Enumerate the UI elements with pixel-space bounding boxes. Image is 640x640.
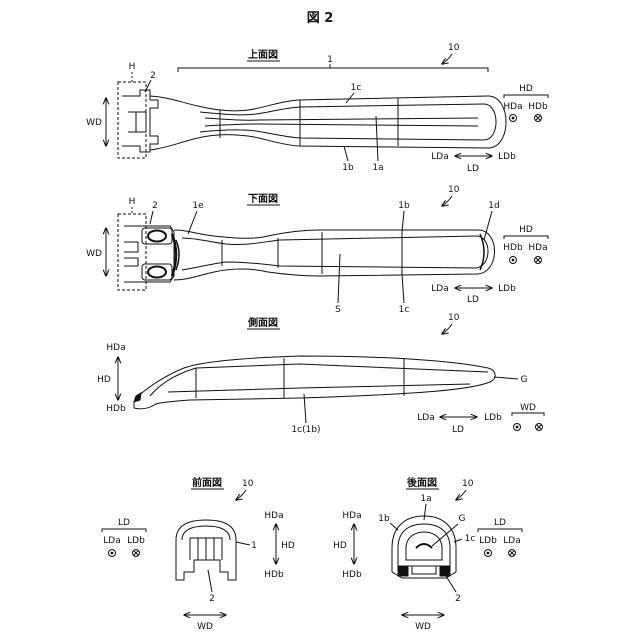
- label-1c-1b: 1c(1b): [291, 425, 320, 435]
- legend-HDa-bottom: HDa: [528, 243, 547, 253]
- top-view-title: 上面図: [248, 48, 278, 61]
- legend-LDa-bottom: LDa: [431, 284, 448, 294]
- figure-title: 図 2: [307, 11, 334, 26]
- label-1c-rear: 1c: [465, 534, 476, 544]
- label-1b-rear: 1b: [378, 514, 390, 524]
- ref-10-leader-arrow: [442, 54, 452, 64]
- dot-circle-icon: [510, 257, 517, 264]
- legend-LDb-rear: LDb: [479, 536, 497, 546]
- legend-HDa-rear: HDa: [342, 511, 361, 521]
- legend-HDb: HDb: [528, 102, 548, 112]
- legend-HDb-bottom: HDb: [503, 243, 523, 253]
- legend-LD: LD: [467, 164, 479, 174]
- dot-circle-icon: [510, 115, 517, 122]
- label-S: S: [335, 305, 341, 315]
- label-1a: 1a: [372, 163, 383, 173]
- label-2-front: 2: [209, 594, 215, 604]
- side-view-title: 側面図: [247, 316, 278, 329]
- legend-HDb-rear: HDb: [342, 570, 362, 580]
- label-WD-bottom: WD: [86, 249, 102, 259]
- label-HDa-side: HDa: [106, 343, 125, 353]
- label-2-rear: 2: [455, 594, 461, 604]
- side-view-ref-10: 10: [448, 313, 460, 323]
- legend-HD-bottom: HD: [519, 225, 533, 235]
- cross-circle-icon: [133, 550, 140, 557]
- side-view-legend: LDa LDb LD WD: [417, 403, 544, 435]
- label-1c: 1c: [351, 83, 362, 93]
- dot-circle-icon: [109, 550, 116, 557]
- rear-view-ref-10: 10: [462, 479, 474, 489]
- bottom-view: 下面図 10 H 2 WD 1e 1b 1d S: [86, 185, 500, 315]
- label-1a-rear: 1a: [420, 494, 431, 504]
- label-1b: 1b: [342, 163, 354, 173]
- legend-LDa-side: LDa: [417, 413, 434, 423]
- legend-HD-front: HD: [281, 541, 295, 551]
- legend-WD-side: WD: [520, 403, 536, 413]
- side-profile: [134, 356, 495, 409]
- front-view: 前面図 10 1 2 WD: [176, 476, 257, 632]
- label-WD: WD: [86, 118, 102, 128]
- cross-circle-icon: [535, 115, 542, 122]
- legend-HDa: HDa: [503, 102, 522, 112]
- top-view-legend: HD HDa HDb LDa LDb LD: [431, 84, 548, 174]
- brace-1: [178, 68, 488, 72]
- legend-HD-rear: HD: [333, 541, 347, 551]
- legend-LD-rear: LD: [494, 518, 506, 528]
- legend-LDa-rear: LDa: [503, 536, 520, 546]
- legend-LD-front: LD: [118, 518, 130, 528]
- label-1: 1: [327, 55, 333, 65]
- legend-LDb-side: LDb: [484, 413, 502, 423]
- head-part-2: [122, 90, 158, 152]
- label-H-bottom: H: [129, 197, 136, 207]
- h-dashed-box: [118, 82, 146, 158]
- label-HD-side: HD: [97, 375, 111, 385]
- label-G-rear: G: [459, 514, 466, 524]
- label-1e: 1e: [192, 201, 204, 211]
- front-view-ref-10: 10: [242, 479, 254, 489]
- label-1b-bottom: 1b: [398, 201, 410, 211]
- rear-view: 後面図 10 1a 1b G 1c 2 WD: [378, 476, 475, 632]
- eyelet-upper: [148, 231, 166, 242]
- dot-circle-icon: [514, 424, 521, 431]
- label-H: H: [129, 62, 136, 72]
- cross-circle-icon: [536, 424, 543, 431]
- legend-LDb-front: LDb: [127, 536, 145, 546]
- legend-HD: HD: [519, 84, 533, 94]
- legend-LDb: LDb: [498, 152, 516, 162]
- label-G-side: G: [521, 375, 528, 385]
- legend-HDb-front: HDb: [264, 570, 284, 580]
- legend-LDa: LDa: [431, 152, 448, 162]
- label-2: 2: [150, 71, 156, 81]
- eyelet-lower: [148, 267, 166, 278]
- label-WD-rear: WD: [415, 622, 431, 632]
- label-2-bottom: 2: [152, 201, 158, 211]
- legend-HDa-front: HDa: [264, 511, 283, 521]
- front-view-title: 前面図: [192, 476, 222, 489]
- legend-LD-side: LD: [452, 425, 464, 435]
- label-1d: 1d: [488, 201, 499, 211]
- rear-view-title: 後面図: [407, 476, 437, 489]
- label-WD-front: WD: [197, 622, 213, 632]
- legend-LDa-front: LDa: [103, 536, 120, 546]
- legend-LD-bottom: LD: [467, 295, 479, 305]
- bottom-view-title: 下面図: [248, 193, 278, 205]
- dot-circle-icon: [485, 550, 492, 557]
- cross-circle-icon: [509, 550, 516, 557]
- label-HDb-side: HDb: [106, 404, 126, 414]
- label-1-front: 1: [251, 541, 257, 551]
- cross-circle-icon: [535, 257, 542, 264]
- bottom-view-ref-10: 10: [448, 185, 460, 195]
- top-view-ref-10: 10: [448, 43, 460, 53]
- label-1c-bottom: 1c: [399, 305, 410, 315]
- legend-LDb-bottom: LDb: [498, 284, 516, 294]
